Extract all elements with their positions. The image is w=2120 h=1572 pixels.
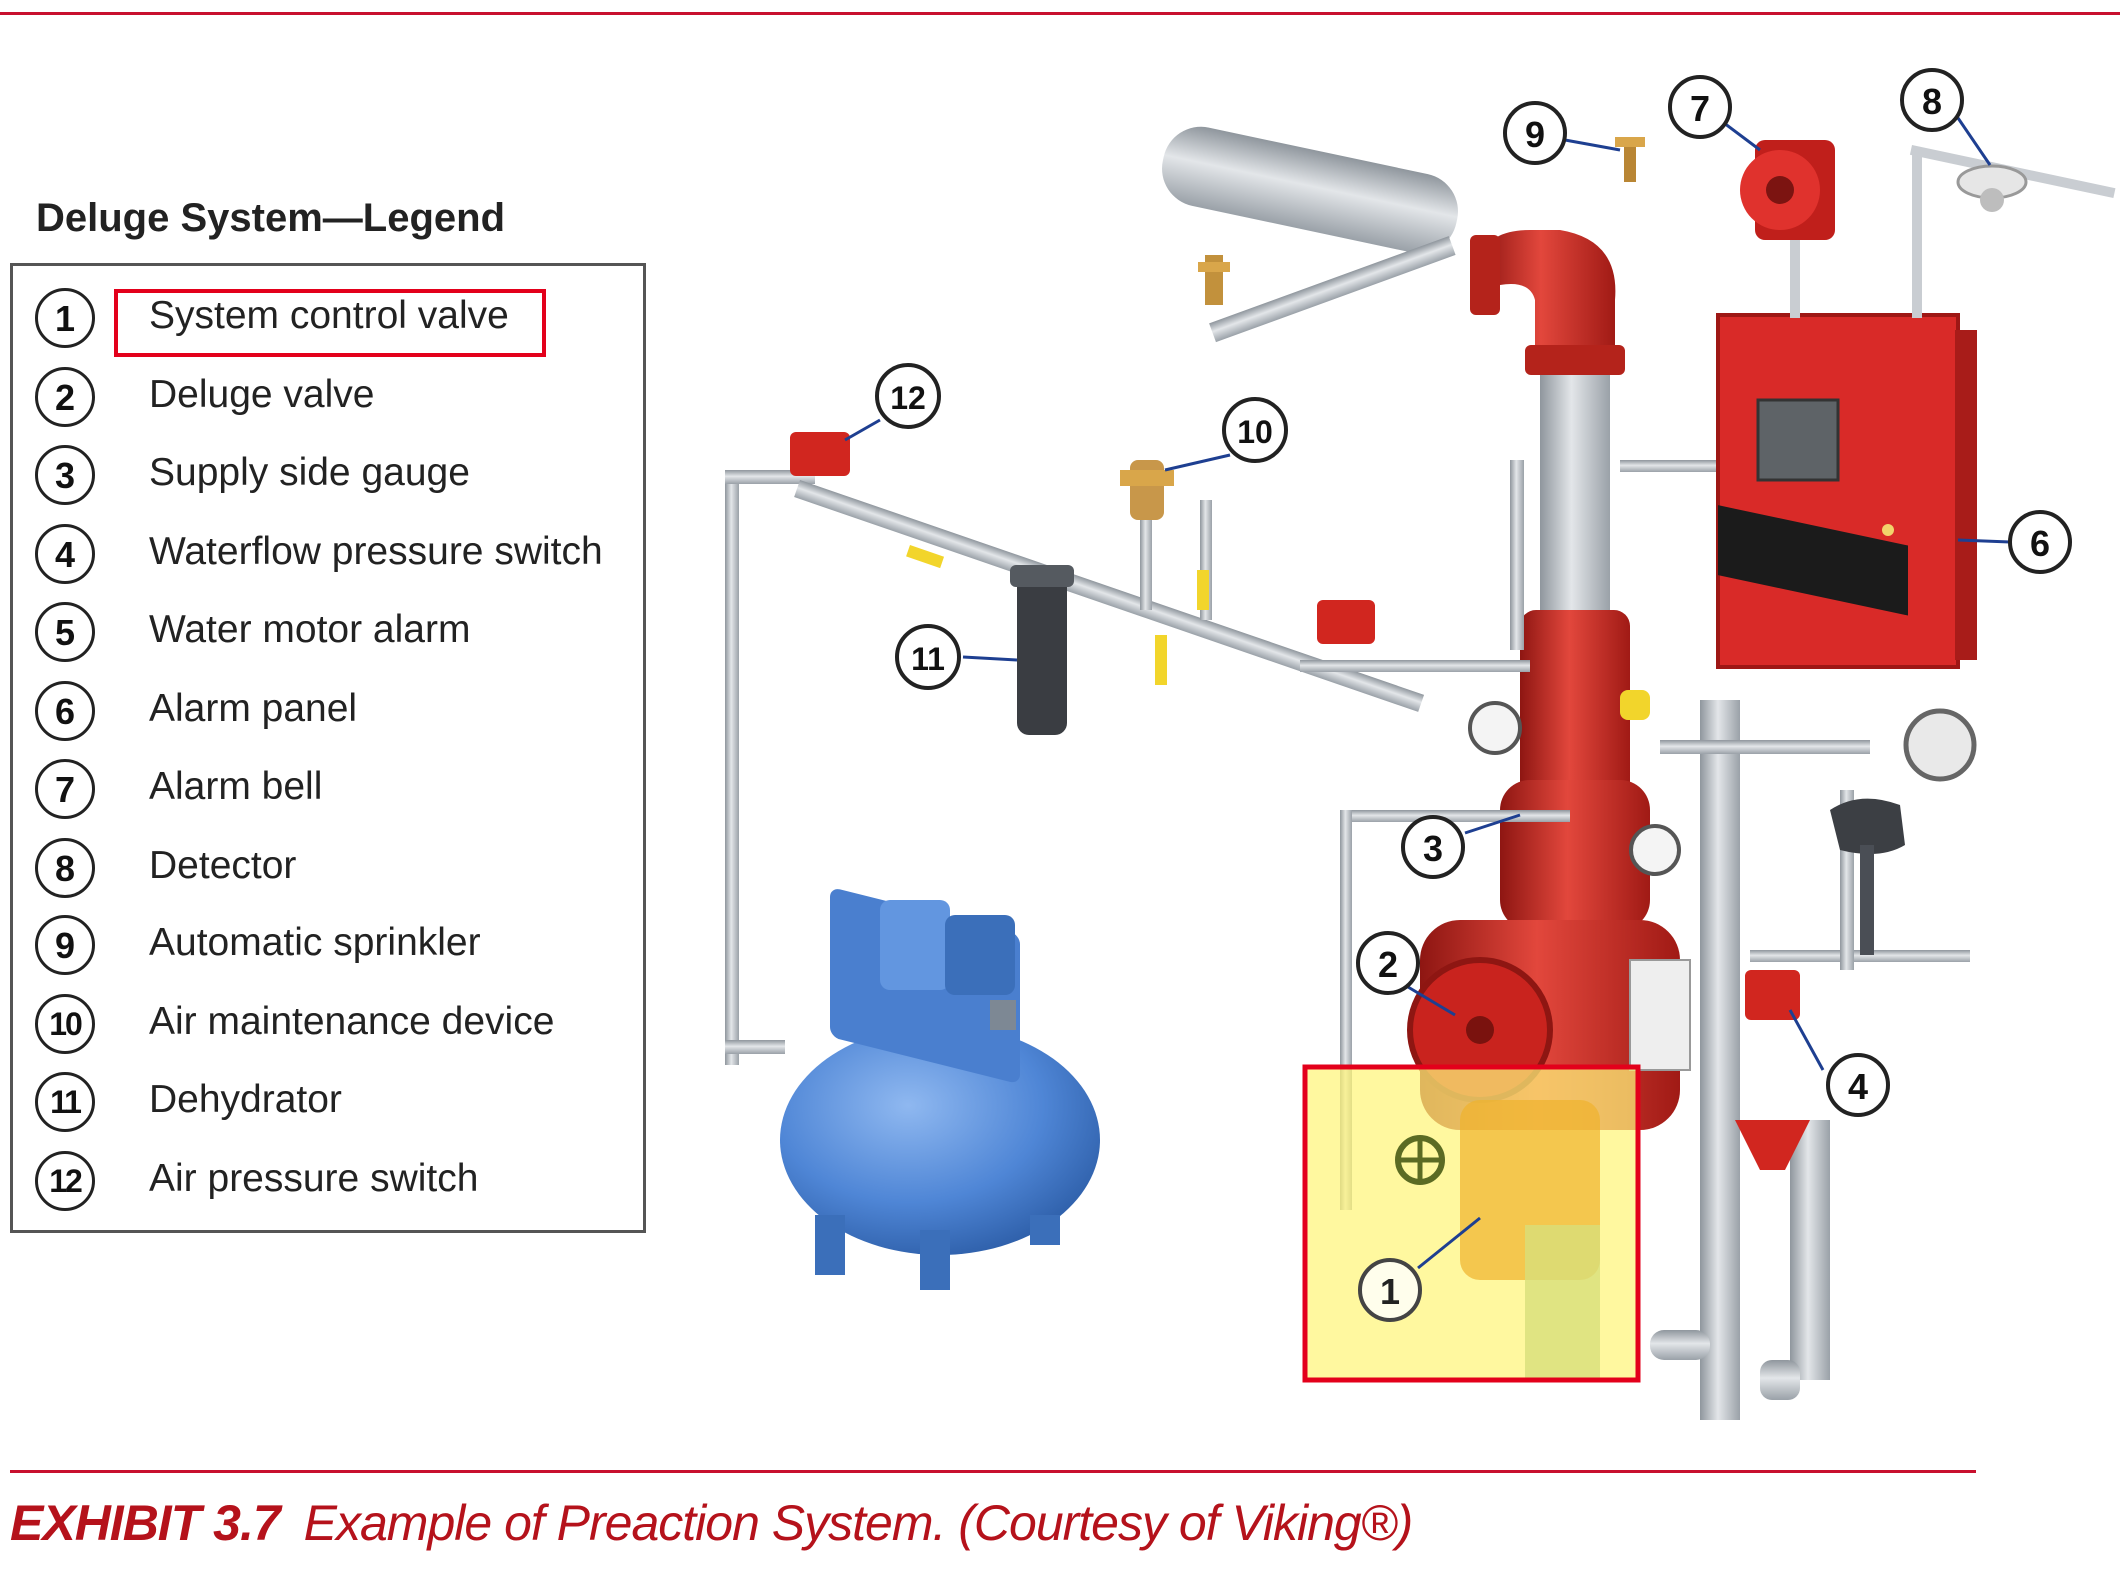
legend-label: Waterflow pressure switch (149, 530, 603, 573)
legend-number: 5 (35, 602, 95, 662)
callout-10-label: 10 (1237, 414, 1273, 450)
alarm-bell (1740, 140, 1835, 240)
callout-3-label: 3 (1423, 828, 1443, 869)
top-branch-pipe (1162, 126, 1458, 343)
legend-number: 8 (35, 838, 95, 898)
legend-highlight-box (114, 289, 546, 357)
legend-label: Alarm bell (149, 765, 323, 808)
legend-label: Air pressure switch (149, 1157, 479, 1200)
air-line-fittings (906, 545, 1650, 720)
water-motor-alarm (1735, 1120, 1810, 1170)
detector (1909, 145, 2116, 212)
callout-7-label: 7 (1690, 88, 1710, 129)
caption-text: Example of Preaction System. (Courtesy o… (303, 1495, 1414, 1551)
legend-number: 9 (35, 915, 95, 975)
legend-item: 4 Waterflow pressure switch (35, 524, 635, 590)
legend-item: 1 System control valve (35, 288, 635, 354)
alarm-panel (1716, 150, 1977, 669)
legend-number: 11 (35, 1072, 95, 1132)
air-supply-piping (725, 470, 1530, 1065)
legend-label: Deluge valve (149, 373, 375, 416)
dehydrator (1010, 565, 1074, 735)
legend-label: Air maintenance device (149, 1000, 555, 1043)
legend-box: 1 System control valve 2 Deluge valve 3 … (10, 263, 646, 1233)
callout-11: 11 (895, 624, 961, 690)
legend-item: 5 Water motor alarm (35, 602, 635, 668)
top-rule (0, 12, 2120, 15)
waterflow-pressure-switch (1745, 970, 1800, 1020)
legend-title: Deluge System—Legend (36, 196, 506, 240)
callout-10: 10 (1222, 397, 1288, 463)
legend-number: 2 (35, 367, 95, 427)
callout-9: 9 (1503, 101, 1567, 165)
legend-label: Dehydrator (149, 1078, 342, 1121)
legend-item: 7 Alarm bell (35, 759, 635, 825)
callout-8-label: 8 (1922, 81, 1942, 122)
callout-2: 2 (1356, 931, 1420, 995)
legend-item: 2 Deluge valve (35, 367, 635, 433)
callout-4: 4 (1826, 1053, 1890, 1117)
air-pressure-switch-secondary (1317, 600, 1375, 644)
legend-number: 7 (35, 759, 95, 819)
legend-label: Supply side gauge (149, 451, 470, 494)
bottom-rule (10, 1470, 1976, 1473)
callout-12-label: 12 (890, 380, 926, 416)
air-compressor (780, 889, 1100, 1290)
legend-item: 12 Air pressure switch (35, 1151, 635, 1217)
callout-6-label: 6 (2030, 523, 2050, 564)
legend-item: 6 Alarm panel (35, 681, 635, 747)
callout-7: 7 (1668, 75, 1732, 139)
air-pressure-switch (790, 432, 850, 476)
legend-label: Detector (149, 844, 297, 887)
callout-8: 8 (1900, 68, 1964, 132)
figure-caption: EXHIBIT 3.7 Example of Preaction System. … (10, 1494, 1414, 1552)
leader-lines (844, 117, 2011, 1270)
callout-1-label: 1 (1380, 1271, 1400, 1312)
legend-item: 9 Automatic sprinkler (35, 915, 635, 981)
legend-label: Alarm panel (149, 687, 358, 730)
legend-item: 8 Detector (35, 838, 635, 904)
callout-1: 1 (1358, 1258, 1422, 1322)
callout-3: 3 (1401, 815, 1465, 879)
legend-number: 10 (35, 994, 95, 1054)
legend-number: 4 (35, 524, 95, 584)
legend-item: 3 Supply side gauge (35, 445, 635, 511)
legend-number: 1 (35, 288, 95, 348)
automatic-sprinkler (1615, 137, 1645, 182)
exhibit-number: EXHIBIT 3.7 (10, 1495, 281, 1551)
legend-label: System control valve (149, 294, 509, 337)
callout-11-label: 11 (911, 641, 945, 677)
legend-label: Automatic sprinkler (149, 921, 481, 964)
callout-6: 6 (2008, 510, 2072, 574)
callout-2-label: 2 (1378, 944, 1398, 985)
riser-pipe (1470, 230, 1650, 930)
legend-number: 3 (35, 445, 95, 505)
legend-item: 11 Dehydrator (35, 1072, 635, 1138)
callout-12: 12 (875, 363, 941, 429)
callout-4-label: 4 (1848, 1066, 1868, 1107)
legend-number: 12 (35, 1151, 95, 1211)
callout-9-label: 9 (1525, 114, 1545, 155)
legend-item: 10 Air maintenance device (35, 994, 635, 1060)
gauges (1468, 701, 1977, 955)
legend-number: 6 (35, 681, 95, 741)
air-maintenance-device (1120, 460, 1174, 520)
legend-label: Water motor alarm (149, 608, 471, 651)
